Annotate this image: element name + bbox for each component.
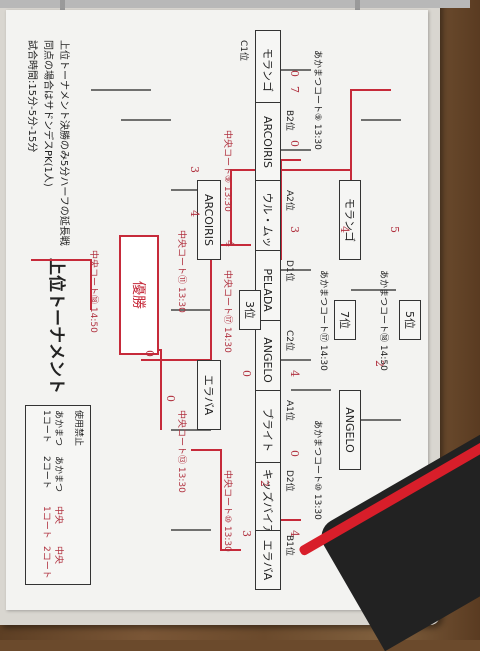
legend-b1: あかまつ xyxy=(53,456,63,493)
match-label-sf2: 中央コート⑬ 13:30 xyxy=(176,410,186,493)
legend-b2: 2コート xyxy=(41,456,51,489)
team-seed-a2: A2位 xyxy=(284,190,294,211)
court-legend: 使用禁止 あかまつ 1コート あかまつ 2コート 中央 1コート 中央 2コート xyxy=(25,405,91,585)
score-mark: 4 xyxy=(223,240,236,247)
match-label-fifth: あかまつコート⑱ 14:50 xyxy=(378,270,388,371)
match-label-qf4: 中央コート⑩ 13:30 xyxy=(222,470,232,552)
match-label-qf3: 中央コート⑨ 13:30 xyxy=(222,130,232,212)
team-seed-b2: B2位 xyxy=(284,110,294,131)
team-seed-b1: B1位 xyxy=(284,535,294,556)
match-label-sf1: 中央コート⑪ 13:30 xyxy=(176,230,186,313)
match-label-third: 中央コート⑰ 14:30 xyxy=(222,270,232,353)
match-label-mid-qf: あかまつコート⑩ 13:30 xyxy=(312,420,322,520)
team-seed-c1: C1位 xyxy=(238,40,248,62)
third-place-box: 3位 xyxy=(239,290,261,330)
team-box-b1: エラバA xyxy=(255,530,281,590)
bracket-rotated-content: 試合時間:15分-5分-15分 同点の場合はサドンデスPK(1人) 上位トーナメ… xyxy=(21,30,421,590)
legend-d2: 2コート xyxy=(41,546,51,579)
team-box-c2: ANGELO xyxy=(255,320,281,400)
score-mark: 0 xyxy=(288,70,301,77)
score-mark: 0 xyxy=(288,450,301,457)
score-mark: 0 xyxy=(143,350,156,357)
match-label-top-qf: あかまつコート⑨ 13:30 xyxy=(312,50,322,150)
legend-c1: 中央 xyxy=(53,506,63,525)
legend-c2: 1コート xyxy=(41,506,51,539)
match-label-final: 中央コート⑱ 14:50 xyxy=(88,250,98,333)
legend-a2: 1コート xyxy=(41,410,51,443)
score-mark: 4 xyxy=(338,226,351,233)
score-mark: 5 xyxy=(388,226,401,233)
score-mark: 2 xyxy=(373,360,386,367)
team-seed-a1: A1位 xyxy=(284,400,294,421)
score-mark: 4 xyxy=(288,370,301,377)
team-seed-d1: D1位 xyxy=(284,260,294,282)
team-seed-d2: D2位 xyxy=(284,470,294,492)
team-box-b2: ARCOIRIS xyxy=(255,102,281,182)
team-seed-c2: C2位 xyxy=(284,330,294,352)
score-mark: 4 xyxy=(288,530,301,537)
team-box-a2: ウル・ムッ xyxy=(255,180,281,260)
legend-header: 使用禁止 xyxy=(73,410,83,447)
fifth-place-box: 5位 xyxy=(399,300,421,340)
score-mark: 0 xyxy=(240,370,253,377)
score-mark: 7 xyxy=(288,86,301,93)
score-mark: 0 xyxy=(288,140,301,147)
score-mark: 2 xyxy=(258,480,271,487)
match-label-seventh: あかまつコート⑰ 14:30 xyxy=(318,270,328,371)
team-box-a1: ブライト xyxy=(255,390,281,470)
result-box-loser-bottom: ANGELO xyxy=(339,390,361,470)
result-box-loser-top: モランゴ xyxy=(339,180,361,260)
score-mark: 3 xyxy=(188,166,201,173)
seventh-place-box: 7位 xyxy=(334,300,356,340)
legend-a1: あかまつ xyxy=(53,410,63,447)
result-box-r1: ARCOIRIS xyxy=(197,180,221,260)
score-mark: 3 xyxy=(288,226,301,233)
result-box-r2: エラバA xyxy=(197,360,221,430)
clipboard-bar xyxy=(0,0,470,8)
score-mark: 3 xyxy=(240,530,253,537)
final-winner-box: 優勝 xyxy=(119,235,159,355)
score-mark: 4 xyxy=(188,210,201,217)
score-mark: 0 xyxy=(164,395,177,402)
legend-d1: 中央 xyxy=(53,546,63,565)
team-box-c1: モランゴ xyxy=(255,30,281,110)
